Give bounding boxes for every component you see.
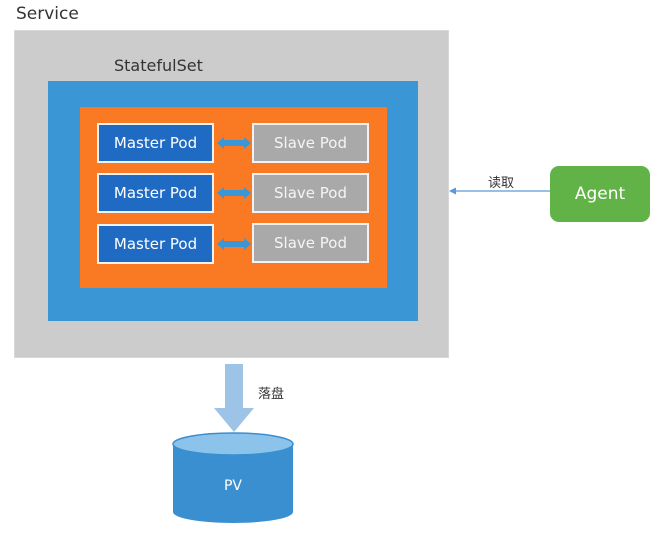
read-arrow (449, 187, 550, 195)
slave-pod-2: Slave Pod (252, 173, 369, 213)
read-edge-label: 读取 (488, 176, 515, 191)
flush-edge-label: 落盘 (258, 387, 285, 402)
master-pod-1: Master Pod (97, 123, 214, 163)
replication-arrow-2 (217, 187, 251, 199)
statefulset-label: StatefulSet (114, 56, 203, 75)
service-label: Service (16, 4, 79, 24)
pv-label: PV (223, 478, 243, 494)
replication-arrow-3 (217, 238, 251, 250)
replication-arrow-1 (217, 137, 251, 149)
flush-arrow (214, 364, 254, 432)
slave-pod-3: Slave Pod (252, 223, 369, 263)
pv-cylinder-icon (172, 432, 294, 523)
slave-pod-1: Slave Pod (252, 123, 369, 163)
agent-node: Agent (550, 166, 650, 222)
master-pod-3: Master Pod (97, 224, 214, 264)
master-pod-2: Master Pod (97, 173, 214, 213)
